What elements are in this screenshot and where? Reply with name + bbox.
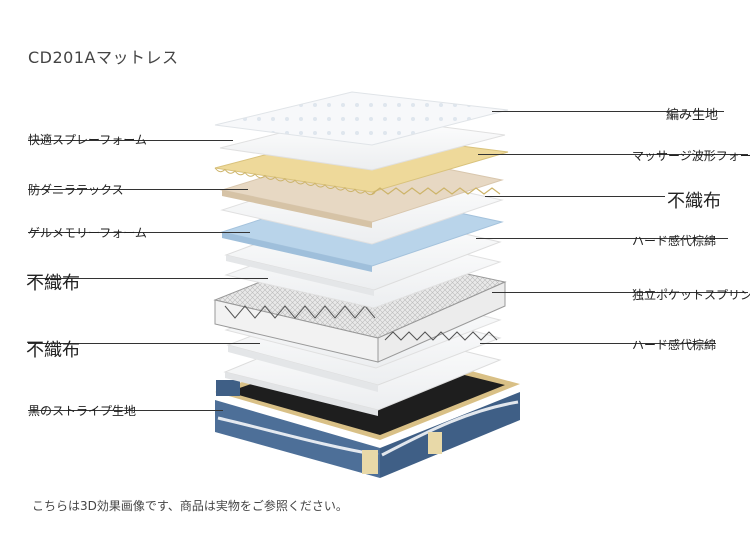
leader-line <box>480 343 716 344</box>
label-gel-memory-foam: ゲルメモリーフォーム <box>28 226 147 240</box>
label-knit-fabric: 編み生地 <box>666 108 719 123</box>
label-comfort-spray-foam: 快適スプレーフォーム <box>28 133 147 147</box>
leader-line <box>478 154 748 155</box>
leader-line <box>28 343 260 344</box>
label-nonwoven-2: 不織布 <box>26 340 80 361</box>
disclaimer-note: こちらは3D効果画像です、商品は実物をご参照ください。 <box>32 499 348 513</box>
label-hard-coir-lower: ハード感代棕綿 <box>632 338 717 352</box>
leader-line <box>28 189 248 190</box>
label-black-stripe-fabric: 黒のストライプ生地 <box>28 404 137 418</box>
label-nonwoven-right: 不織布 <box>667 191 721 212</box>
leader-line <box>492 292 748 293</box>
label-pocket-spring: 独立ポケットスプリング <box>632 288 750 302</box>
leader-line <box>28 140 233 141</box>
leader-line <box>476 238 728 239</box>
page-title: CD201Aマットレス <box>28 48 179 67</box>
leader-line <box>28 278 268 279</box>
knit-fabric-layer <box>214 91 509 146</box>
label-anti-mite-latex: 防ダニラテックス <box>28 183 124 197</box>
leader-line <box>28 410 223 411</box>
label-nonwoven-1: 不織布 <box>26 273 80 294</box>
label-massage-wave-foam: マッサージ波形フォーム <box>632 149 750 163</box>
leader-line <box>485 196 665 197</box>
leader-line <box>28 232 250 233</box>
leader-line <box>492 111 724 112</box>
label-hard-coir-upper: ハード感代棕綿 <box>632 234 717 248</box>
